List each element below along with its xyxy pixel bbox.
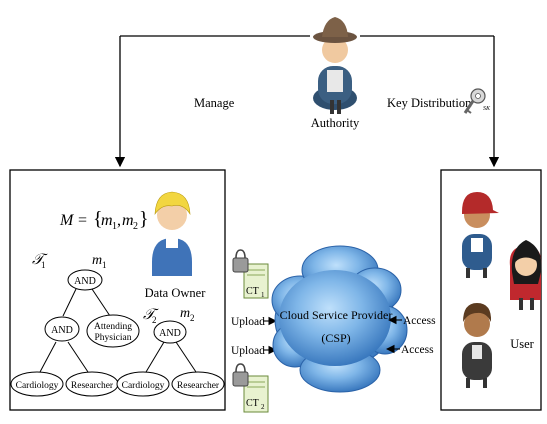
data-owner-label: Data Owner bbox=[145, 286, 207, 300]
svg-text:m: m bbox=[122, 212, 134, 229]
svg-text:2: 2 bbox=[152, 315, 157, 325]
user-avatar-2 bbox=[509, 240, 542, 310]
ciphertext-1-icon bbox=[232, 249, 269, 299]
svg-text:1: 1 bbox=[102, 260, 107, 270]
svg-text:}: } bbox=[139, 208, 149, 230]
cloud-body-cover bbox=[279, 270, 391, 366]
sk-tag: SK bbox=[483, 106, 491, 112]
access-tree-2: 𝒯 2 m 2 AND Cardiology Researcher bbox=[116, 306, 225, 397]
tree1-inner-and: AND bbox=[51, 325, 73, 336]
ct2-sub: 2 bbox=[261, 403, 265, 411]
tree2-leaf-cardiology: Cardiology bbox=[122, 381, 165, 391]
svg-text:2: 2 bbox=[133, 221, 138, 232]
attending-physician-line1: Attending bbox=[94, 322, 132, 332]
authority-label: Authority bbox=[311, 116, 360, 130]
data-owner-box bbox=[9, 169, 226, 411]
svg-text:{: { bbox=[93, 208, 103, 230]
svg-text:M: M bbox=[59, 212, 75, 229]
svg-text:m: m bbox=[101, 212, 113, 229]
ciphertext-2-icon bbox=[232, 363, 269, 413]
svg-text:m: m bbox=[92, 253, 102, 268]
ct2-label: CT bbox=[246, 398, 259, 409]
upload-label-1: Upload bbox=[231, 316, 265, 328]
csp-label-line1: Cloud Service Provider bbox=[280, 308, 393, 322]
access-label-2: Access bbox=[401, 344, 434, 356]
manage-connector bbox=[114, 35, 310, 168]
svg-text:2: 2 bbox=[190, 313, 195, 323]
authority-icon bbox=[313, 17, 357, 114]
tree1-leaf-cardiology: Cardiology bbox=[16, 381, 59, 391]
tree2-root-and: AND bbox=[159, 328, 181, 339]
user-avatar-1 bbox=[462, 192, 499, 278]
ct1-label: CT bbox=[246, 286, 259, 297]
csp-label-line2: (CSP) bbox=[321, 331, 350, 345]
attending-physician-line2: Physician bbox=[95, 333, 132, 343]
user-label: User bbox=[510, 337, 534, 351]
svg-text:1: 1 bbox=[112, 221, 117, 232]
tree1-root-and: AND bbox=[74, 276, 96, 287]
tree1-leaf-researcher: Researcher bbox=[71, 381, 114, 391]
user-avatar-3 bbox=[462, 303, 492, 388]
key-distribution-label: Key Distribution bbox=[387, 96, 472, 110]
svg-text:=: = bbox=[78, 212, 87, 229]
access-label-1: Access bbox=[403, 315, 436, 327]
manage-label: Manage bbox=[194, 96, 235, 110]
svg-text:m: m bbox=[180, 306, 190, 321]
svg-text:𝒯: 𝒯 bbox=[32, 252, 48, 268]
key-distribution-connector bbox=[360, 35, 500, 168]
key-icon bbox=[463, 88, 486, 114]
tree2-leaf-researcher: Researcher bbox=[177, 381, 220, 391]
svg-text:1: 1 bbox=[41, 260, 46, 270]
access-tree-1: 𝒯 1 m 1 AND AND Attending Physician Card… bbox=[10, 252, 140, 397]
ct1-sub: 1 bbox=[261, 291, 265, 299]
upload-label-2: Upload bbox=[231, 345, 265, 357]
message-set: M = { m 1 , m 2 } bbox=[59, 208, 149, 232]
svg-text:𝒯: 𝒯 bbox=[143, 307, 159, 323]
data-owner-icon bbox=[152, 191, 192, 276]
svg-text:,: , bbox=[117, 212, 121, 229]
